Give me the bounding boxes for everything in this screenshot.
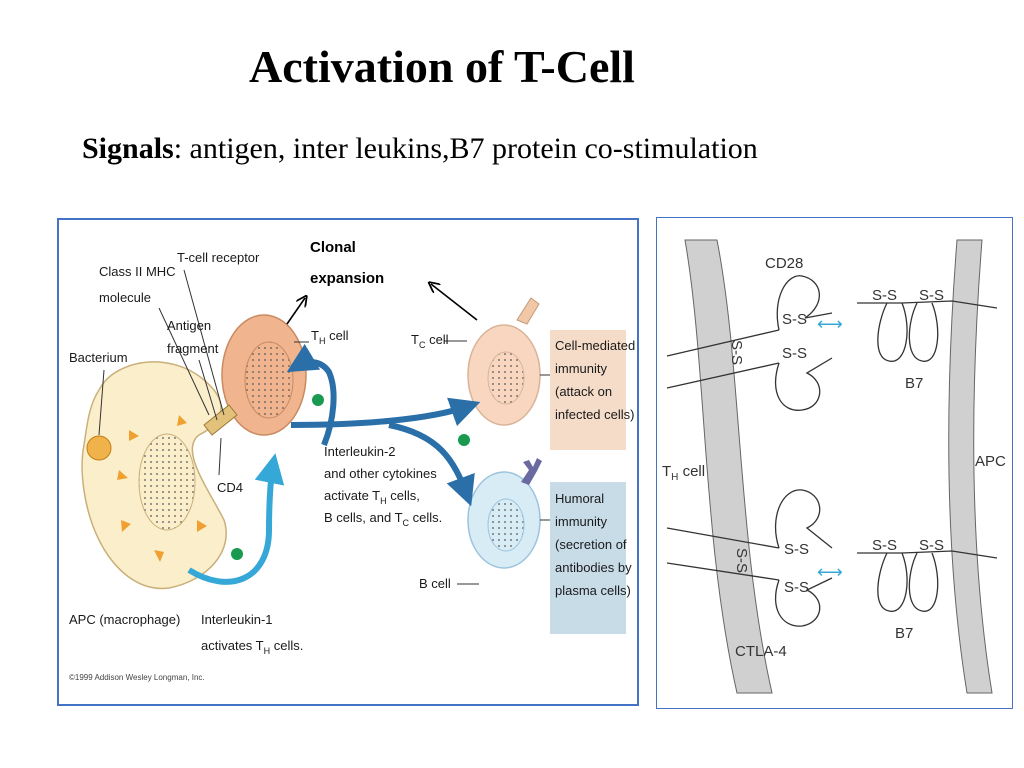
ss-label: S-S bbox=[872, 537, 897, 554]
ss-label: S-S bbox=[919, 287, 944, 304]
ss-label: S-S bbox=[728, 340, 745, 365]
th-cell-label: TH cell bbox=[662, 463, 705, 483]
ss-label: S-S bbox=[784, 541, 809, 558]
ss-label: S-S bbox=[782, 311, 807, 328]
tcr-label: T-cell receptor bbox=[177, 250, 260, 265]
il1-line2: activates TH cells. bbox=[201, 638, 303, 656]
slide-title: Activation of T-Cell bbox=[249, 41, 635, 92]
il2-line3: activate TH cells, bbox=[324, 488, 420, 506]
b7-bottom-loop bbox=[908, 552, 939, 612]
apc-label: APC (macrophage) bbox=[69, 612, 180, 627]
b7-top bbox=[857, 300, 998, 309]
ctla4-domain bbox=[774, 577, 833, 627]
cellmed-line: (attack on bbox=[555, 384, 612, 399]
class2-mhc-label: Class II MHC bbox=[99, 264, 176, 279]
plus-icon bbox=[458, 434, 470, 446]
b7-top-loop bbox=[908, 302, 939, 362]
ss-label: S-S bbox=[782, 345, 807, 362]
ss-label: S-S bbox=[784, 579, 809, 596]
bacterium-label: Bacterium bbox=[69, 350, 128, 365]
interaction-arrow-bottom: ⟷ bbox=[817, 562, 843, 582]
humoral-line: antibodies by bbox=[555, 560, 632, 575]
ss-label: S-S bbox=[733, 548, 750, 573]
class2-molecule-label: molecule bbox=[99, 290, 151, 305]
th-nucleus bbox=[244, 341, 294, 419]
cellmed-line: infected cells) bbox=[555, 407, 634, 422]
expansion-label: expansion bbox=[310, 270, 384, 287]
ctla4-domain bbox=[774, 489, 833, 549]
humoral-box bbox=[550, 482, 626, 634]
tcr-mhc-contact bbox=[203, 404, 238, 436]
apc-membrane bbox=[948, 239, 993, 694]
cd28-chain bbox=[666, 329, 780, 357]
plus-icon bbox=[231, 548, 243, 560]
ctla4-chain bbox=[666, 527, 780, 549]
b7-bottom bbox=[857, 550, 998, 559]
leader-line bbox=[158, 307, 210, 416]
humoral-line: plasma cells) bbox=[555, 583, 631, 598]
apc-label: APC bbox=[975, 453, 1006, 470]
tc-receptor bbox=[516, 297, 540, 325]
tcell-activation-diagram: Clonal expansion Class II MHC molecule T… bbox=[57, 218, 639, 706]
leader-line bbox=[98, 369, 105, 436]
b-nucleus bbox=[487, 498, 525, 552]
leader-line bbox=[218, 437, 222, 476]
leader-line bbox=[198, 359, 218, 421]
costimulation-diagram: S-S S-S S-S S-S S-S ⟷ S-S S-S S-S S-S S-… bbox=[656, 217, 1013, 709]
antigen-label: Antigen bbox=[167, 318, 211, 333]
humoral-line: (secretion of bbox=[555, 537, 627, 552]
signals-label: Signals bbox=[82, 132, 174, 165]
ctla4-chain bbox=[666, 562, 780, 581]
cd28-chain bbox=[666, 362, 780, 389]
interaction-arrow-top: ⟷ bbox=[817, 314, 843, 334]
il1-arrow bbox=[187, 453, 285, 585]
tc-nucleus bbox=[487, 351, 525, 405]
leader-line bbox=[183, 269, 225, 416]
ss-label: S-S bbox=[919, 537, 944, 554]
cd28-label: CD28 bbox=[765, 255, 803, 272]
il2-to-tc-arrow bbox=[290, 397, 481, 428]
b7-bottom-loop bbox=[877, 552, 908, 612]
il2-to-b-arrow bbox=[388, 422, 475, 507]
bacterium-icon bbox=[86, 435, 112, 461]
cellmed-line: immunity bbox=[555, 361, 608, 376]
il1-line1: Interleukin-1 bbox=[201, 612, 273, 627]
humoral-line: immunity bbox=[555, 514, 608, 529]
b7-bottom-label: B7 bbox=[895, 625, 913, 642]
tc-cell-label: TC cell bbox=[411, 332, 449, 350]
cell-mediated-box bbox=[550, 330, 626, 450]
clonal-label: Clonal bbox=[310, 239, 356, 256]
ctla4-label: CTLA-4 bbox=[735, 643, 787, 660]
signals-text: : antigen, inter leukins,B7 protein co-s… bbox=[173, 132, 758, 165]
cellmed-line: Cell-mediated bbox=[555, 338, 635, 353]
antibody-receptor bbox=[521, 458, 542, 485]
ss-label: S-S bbox=[872, 287, 897, 304]
copyright-label: ©1999 Addison Wesley Longman, Inc. bbox=[69, 673, 205, 682]
il2-line4: B cells, and TC cells. bbox=[324, 510, 442, 528]
cd4-label: CD4 bbox=[217, 480, 243, 495]
il2-line1: Interleukin-2 bbox=[324, 444, 396, 459]
costimulation-svg: S-S S-S S-S S-S S-S ⟷ S-S S-S S-S S-S S-… bbox=[662, 239, 1006, 694]
tcell-activation-svg: Clonal expansion Class II MHC molecule T… bbox=[69, 239, 635, 682]
humoral-line: Humoral bbox=[555, 491, 604, 506]
th-cell-label: TH cell bbox=[311, 328, 349, 346]
plus-icon bbox=[312, 394, 324, 406]
apc-nucleus bbox=[138, 433, 196, 531]
clonal-arrow-left bbox=[286, 298, 305, 325]
b-cell-label: B cell bbox=[419, 576, 451, 591]
cd28-domain bbox=[774, 357, 833, 411]
b7-top-loop bbox=[877, 302, 908, 362]
slide-subtitle: Signals: antigen, inter leukins,B7 prote… bbox=[82, 132, 758, 166]
clonal-arrow-right bbox=[431, 284, 478, 321]
cd28-domain bbox=[776, 275, 833, 331]
fragment-label: fragment bbox=[167, 341, 219, 356]
il2-line2: and other cytokines bbox=[324, 466, 437, 481]
b7-top-label: B7 bbox=[905, 375, 923, 392]
